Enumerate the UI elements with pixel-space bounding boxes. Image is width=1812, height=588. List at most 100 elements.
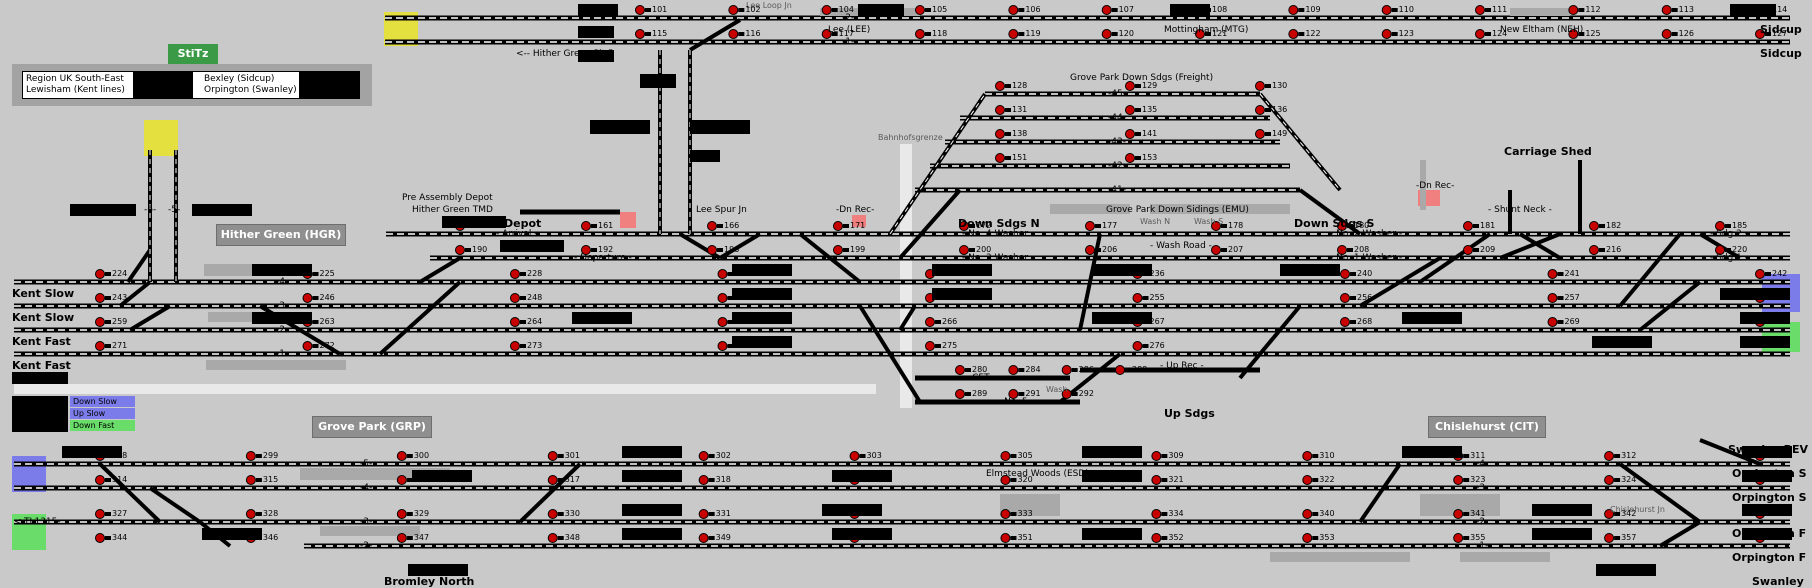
signal-268[interactable]	[1340, 317, 1350, 327]
signal-101[interactable]	[635, 5, 645, 15]
signal-151[interactable]	[995, 153, 1005, 163]
signal-109[interactable]	[1288, 5, 1299, 15]
signal-289[interactable]	[955, 389, 965, 399]
signal-351[interactable]	[1000, 533, 1011, 543]
signal-271[interactable]	[95, 341, 105, 351]
signal-333[interactable]	[1000, 509, 1011, 519]
signal-135[interactable]	[1125, 105, 1135, 115]
signal-118[interactable]	[915, 29, 925, 39]
signal-161[interactable]	[581, 221, 591, 231]
signal-342[interactable]	[1604, 509, 1615, 519]
signal-149[interactable]	[1255, 129, 1265, 139]
signal-185[interactable]	[1715, 221, 1725, 231]
signal-115[interactable]	[635, 29, 645, 39]
signal-353[interactable]	[1302, 533, 1313, 543]
signal-340[interactable]	[1302, 509, 1313, 519]
signal-275[interactable]	[925, 341, 935, 351]
signal-178[interactable]	[1211, 221, 1221, 231]
signal-153[interactable]	[1125, 153, 1135, 163]
signal-241[interactable]	[1547, 269, 1558, 279]
signal-248[interactable]	[510, 293, 520, 303]
signal-128[interactable]	[995, 81, 1005, 91]
signal-249[interactable]	[717, 293, 728, 303]
signal-320[interactable]	[1000, 475, 1011, 485]
signal-106[interactable]	[1008, 5, 1019, 15]
signal-300[interactable]	[396, 451, 407, 461]
signal-349[interactable]	[698, 533, 709, 543]
signal-196[interactable]	[707, 245, 717, 255]
signal-124[interactable]	[1475, 29, 1485, 39]
signal-136[interactable]	[1255, 105, 1265, 115]
signal-105[interactable]	[915, 5, 925, 15]
signal-317[interactable]	[547, 475, 558, 485]
signal-327[interactable]	[95, 509, 105, 519]
signal-206[interactable]	[1085, 245, 1095, 255]
signal-177[interactable]	[1085, 221, 1095, 231]
signal-224[interactable]	[95, 269, 105, 279]
signal-107[interactable]	[1101, 5, 1112, 15]
signal-216[interactable]	[1589, 245, 1599, 255]
signal-322[interactable]	[1302, 475, 1313, 485]
signal-274[interactable]	[717, 341, 728, 351]
signal-255[interactable]	[1132, 293, 1143, 303]
signal-229[interactable]	[717, 269, 728, 279]
signal-119[interactable]	[1008, 29, 1019, 39]
signal-334[interactable]	[1151, 509, 1162, 519]
signal-199[interactable]	[833, 245, 843, 255]
signal-122[interactable]	[1288, 29, 1299, 39]
signal-126[interactable]	[1661, 29, 1672, 39]
signal-318[interactable]	[698, 475, 709, 485]
signal-121[interactable]	[1195, 29, 1205, 39]
signal-323[interactable]	[1453, 475, 1464, 485]
signal-129[interactable]	[1125, 81, 1135, 91]
signal-120[interactable]	[1101, 29, 1112, 39]
signal-266[interactable]	[925, 317, 935, 327]
signal-104[interactable]	[821, 5, 832, 15]
signal-123[interactable]	[1381, 29, 1392, 39]
signal-180[interactable]	[1337, 221, 1347, 231]
signal-312[interactable]	[1604, 451, 1615, 461]
signal-352[interactable]	[1151, 533, 1162, 543]
signal-138[interactable]	[995, 129, 1005, 139]
signal-302[interactable]	[698, 451, 709, 461]
signal-207[interactable]	[1211, 245, 1221, 255]
signal-220[interactable]	[1715, 245, 1725, 255]
signal-110[interactable]	[1381, 5, 1392, 15]
signal-192[interactable]	[581, 245, 591, 255]
signal-127[interactable]	[1755, 29, 1765, 39]
signal-286[interactable]	[1061, 365, 1072, 375]
signal-330[interactable]	[547, 509, 558, 519]
signal-111[interactable]	[1475, 5, 1485, 15]
signal-200[interactable]	[959, 245, 969, 255]
signal-299[interactable]	[245, 451, 256, 461]
signal-305[interactable]	[1000, 451, 1011, 461]
signal-272[interactable]	[302, 341, 313, 351]
signal-171[interactable]	[833, 221, 843, 231]
signal-group[interactable]	[95, 5, 1772, 543]
signal-314[interactable]	[95, 475, 105, 485]
signal-113[interactable]	[1661, 5, 1672, 15]
signal-303[interactable]	[849, 451, 860, 461]
signal-131[interactable]	[995, 105, 1005, 115]
signal-125[interactable]	[1568, 29, 1579, 39]
signal-228[interactable]	[510, 269, 520, 279]
signal-112[interactable]	[1568, 5, 1579, 15]
signal-182[interactable]	[1589, 221, 1599, 231]
signal-310[interactable]	[1302, 451, 1313, 461]
signal-316[interactable]	[396, 475, 407, 485]
signal-264[interactable]	[510, 317, 520, 327]
signal-269[interactable]	[1547, 317, 1558, 327]
signal-344[interactable]	[95, 533, 105, 543]
signal-190[interactable]	[455, 245, 465, 255]
signal-246[interactable]	[302, 293, 313, 303]
signal-348[interactable]	[547, 533, 558, 543]
signal-208[interactable]	[1337, 245, 1347, 255]
signal-240[interactable]	[1340, 269, 1350, 279]
signal-256[interactable]	[1340, 293, 1350, 303]
signal-209[interactable]	[1463, 245, 1473, 255]
signal-181[interactable]	[1463, 221, 1473, 231]
signal-265[interactable]	[717, 317, 728, 327]
signal-166[interactable]	[707, 221, 717, 231]
signal-291[interactable]	[1008, 389, 1019, 399]
signal-301[interactable]	[547, 451, 558, 461]
